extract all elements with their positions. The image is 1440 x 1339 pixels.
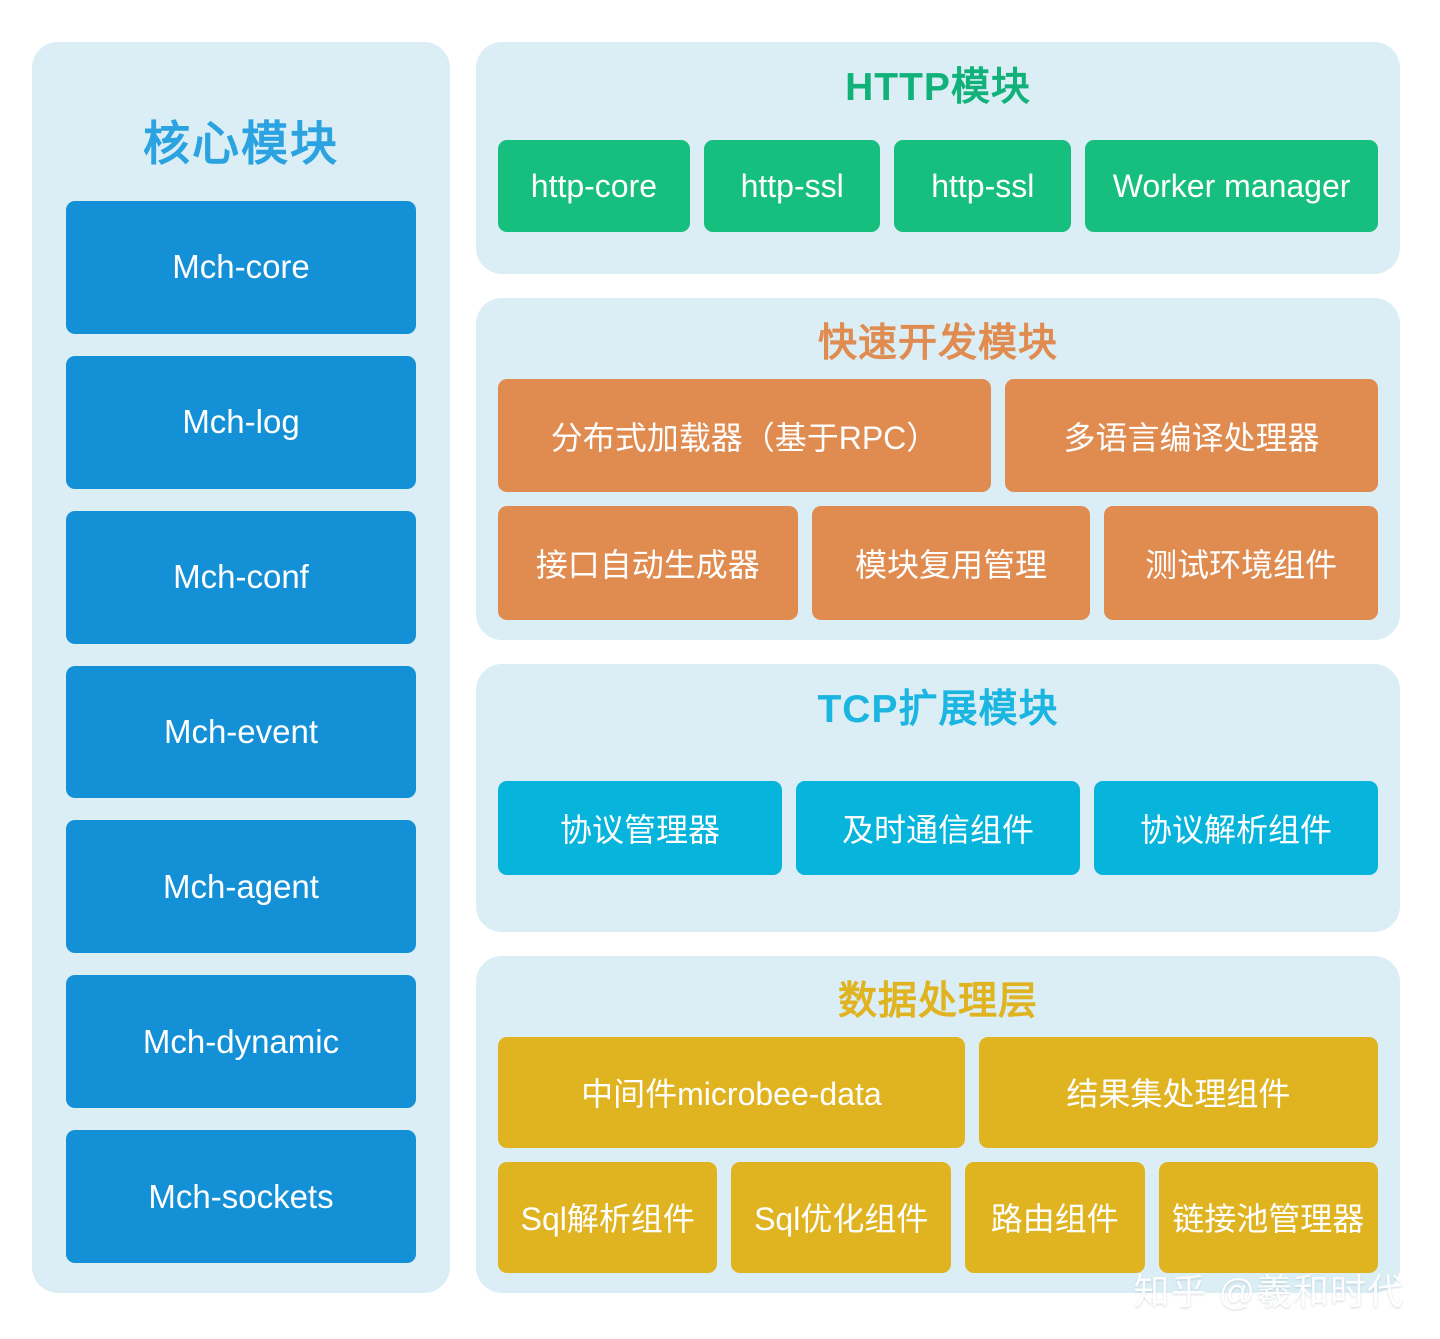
tcp-extension-component-chip[interactable]: 及时通信组件 — [796, 781, 1080, 876]
core-modules-list: Mch-core Mch-log Mch-conf Mch-event Mch-… — [66, 201, 416, 1264]
data-processing-component-chip[interactable]: 中间件microbee-data — [498, 1036, 965, 1148]
http-component-chip[interactable]: Worker manager — [1085, 140, 1378, 233]
rapid-development-module-panel: 快速开发模块 分布式加载器（基于RPC） 多语言编译处理器 接口自动生成器 模块… — [476, 298, 1400, 640]
http-module-title: HTTP模块 — [845, 66, 1031, 109]
core-modules-title: 核心模块 — [143, 117, 339, 170]
data-processing-layer-panel: 数据处理层 中间件microbee-data 结果集处理组件 Sql解析组件 S… — [476, 956, 1400, 1293]
data-processing-component-chip[interactable]: Sql优化组件 — [731, 1161, 951, 1273]
tcp-extension-module-panel: TCP扩展模块 协议管理器 及时通信组件 协议解析组件 — [476, 664, 1400, 932]
rapid-development-row: 接口自动生成器 模块复用管理 测试环境组件 — [498, 506, 1378, 620]
rapid-development-component-chip[interactable]: 多语言编译处理器 — [1005, 378, 1378, 493]
core-module-item[interactable]: Mch-conf — [66, 510, 416, 644]
data-processing-row: Sql解析组件 Sql优化组件 路由组件 链接池管理器 — [498, 1161, 1378, 1273]
http-component-chip[interactable]: http-core — [498, 140, 690, 233]
data-processing-component-chip[interactable]: Sql解析组件 — [498, 1161, 718, 1273]
tcp-extension-rows: 协议管理器 及时通信组件 协议解析组件 — [498, 745, 1378, 912]
rapid-development-rows: 分布式加载器（基于RPC） 多语言编译处理器 接口自动生成器 模块复用管理 测试… — [498, 378, 1378, 620]
http-module-panel: HTTP模块 http-core http-ssl http-ssl Worke… — [476, 42, 1400, 274]
core-modules-panel: 核心模块 Mch-core Mch-log Mch-conf Mch-event… — [32, 42, 450, 1293]
data-processing-rows: 中间件microbee-data 结果集处理组件 Sql解析组件 Sql优化组件… — [498, 1036, 1378, 1273]
http-component-chip[interactable]: http-ssl — [703, 140, 881, 233]
module-groups-column: HTTP模块 http-core http-ssl http-ssl Worke… — [476, 42, 1400, 1293]
data-processing-layer-title: 数据处理层 — [837, 980, 1038, 1023]
core-module-item[interactable]: Mch-core — [66, 201, 416, 334]
core-module-item[interactable]: Mch-dynamic — [66, 975, 416, 1109]
data-processing-component-chip[interactable]: 路由组件 — [964, 1161, 1145, 1273]
tcp-extension-component-chip[interactable]: 协议管理器 — [498, 781, 782, 876]
tcp-extension-module-title: TCP扩展模块 — [817, 688, 1059, 731]
tcp-extension-component-chip[interactable]: 协议解析组件 — [1094, 781, 1378, 876]
core-module-item[interactable]: Mch-event — [66, 665, 416, 799]
rapid-development-component-chip[interactable]: 接口自动生成器 — [498, 506, 798, 620]
core-module-item[interactable]: Mch-sockets — [66, 1130, 416, 1264]
rapid-development-row: 分布式加载器（基于RPC） 多语言编译处理器 — [498, 378, 1378, 493]
rapid-development-component-chip[interactable]: 模块复用管理 — [811, 506, 1091, 620]
http-module-rows: http-core http-ssl http-ssl Worker manag… — [498, 119, 1378, 254]
rapid-development-component-chip[interactable]: 测试环境组件 — [1104, 506, 1378, 620]
data-processing-row: 中间件microbee-data 结果集处理组件 — [498, 1036, 1378, 1148]
core-module-item[interactable]: Mch-agent — [66, 820, 416, 954]
data-processing-component-chip[interactable]: 链接池管理器 — [1158, 1161, 1378, 1273]
rapid-development-component-chip[interactable]: 分布式加载器（基于RPC） — [498, 378, 992, 493]
tcp-extension-row: 协议管理器 及时通信组件 协议解析组件 — [498, 781, 1378, 876]
http-component-chip[interactable]: http-ssl — [894, 140, 1072, 233]
rapid-development-module-title: 快速开发模块 — [817, 322, 1058, 365]
data-processing-component-chip[interactable]: 结果集处理组件 — [978, 1036, 1378, 1148]
http-module-row: http-core http-ssl http-ssl Worker manag… — [498, 140, 1378, 233]
core-module-item[interactable]: Mch-log — [66, 355, 416, 489]
